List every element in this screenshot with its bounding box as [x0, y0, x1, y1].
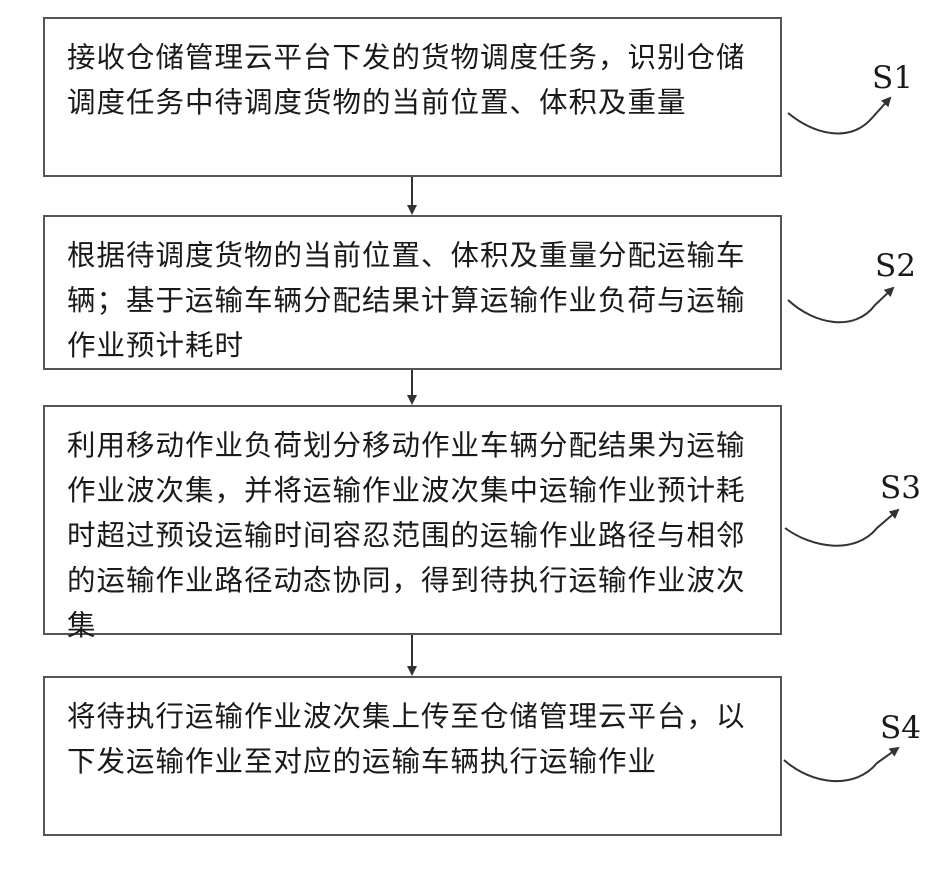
leader-s4 — [784, 748, 898, 781]
step-s3-box: 利用移动作业负荷划分移动作业车辆分配结果为运输作业波次集，并将运输作业波次集中运… — [43, 405, 782, 635]
leader-s1 — [788, 98, 890, 133]
step-s2-label: S2 — [875, 248, 916, 284]
step-s2-text: 根据待调度货物的当前位置、体积及重量分配运输车辆；基于运输车辆分配结果计算运输作… — [67, 239, 746, 362]
leader-s3 — [785, 510, 898, 546]
step-s4-text: 将待执行运输作业波次集上传至仓储管理云平台，以下发运输作业至对应的运输车辆执行运… — [67, 700, 746, 778]
step-s3-text: 利用移动作业负荷划分移动作业车辆分配结果为运输作业波次集，并将运输作业波次集中运… — [67, 429, 746, 642]
step-s4-box: 将待执行运输作业波次集上传至仓储管理云平台，以下发运输作业至对应的运输车辆执行运… — [43, 676, 782, 836]
leader-s2 — [788, 288, 893, 322]
step-s1-label: S1 — [872, 60, 913, 96]
step-s1-box: 接收仓储管理云平台下发的货物调度任务，识别仓储调度任务中待调度货物的当前位置、体… — [43, 17, 782, 177]
step-s3-label: S3 — [880, 470, 921, 506]
step-s2-box: 根据待调度货物的当前位置、体积及重量分配运输车辆；基于运输车辆分配结果计算运输作… — [43, 215, 782, 370]
step-s4-label: S4 — [880, 710, 921, 746]
step-s1-text: 接收仓储管理云平台下发的货物调度任务，识别仓储调度任务中待调度货物的当前位置、体… — [67, 41, 746, 119]
